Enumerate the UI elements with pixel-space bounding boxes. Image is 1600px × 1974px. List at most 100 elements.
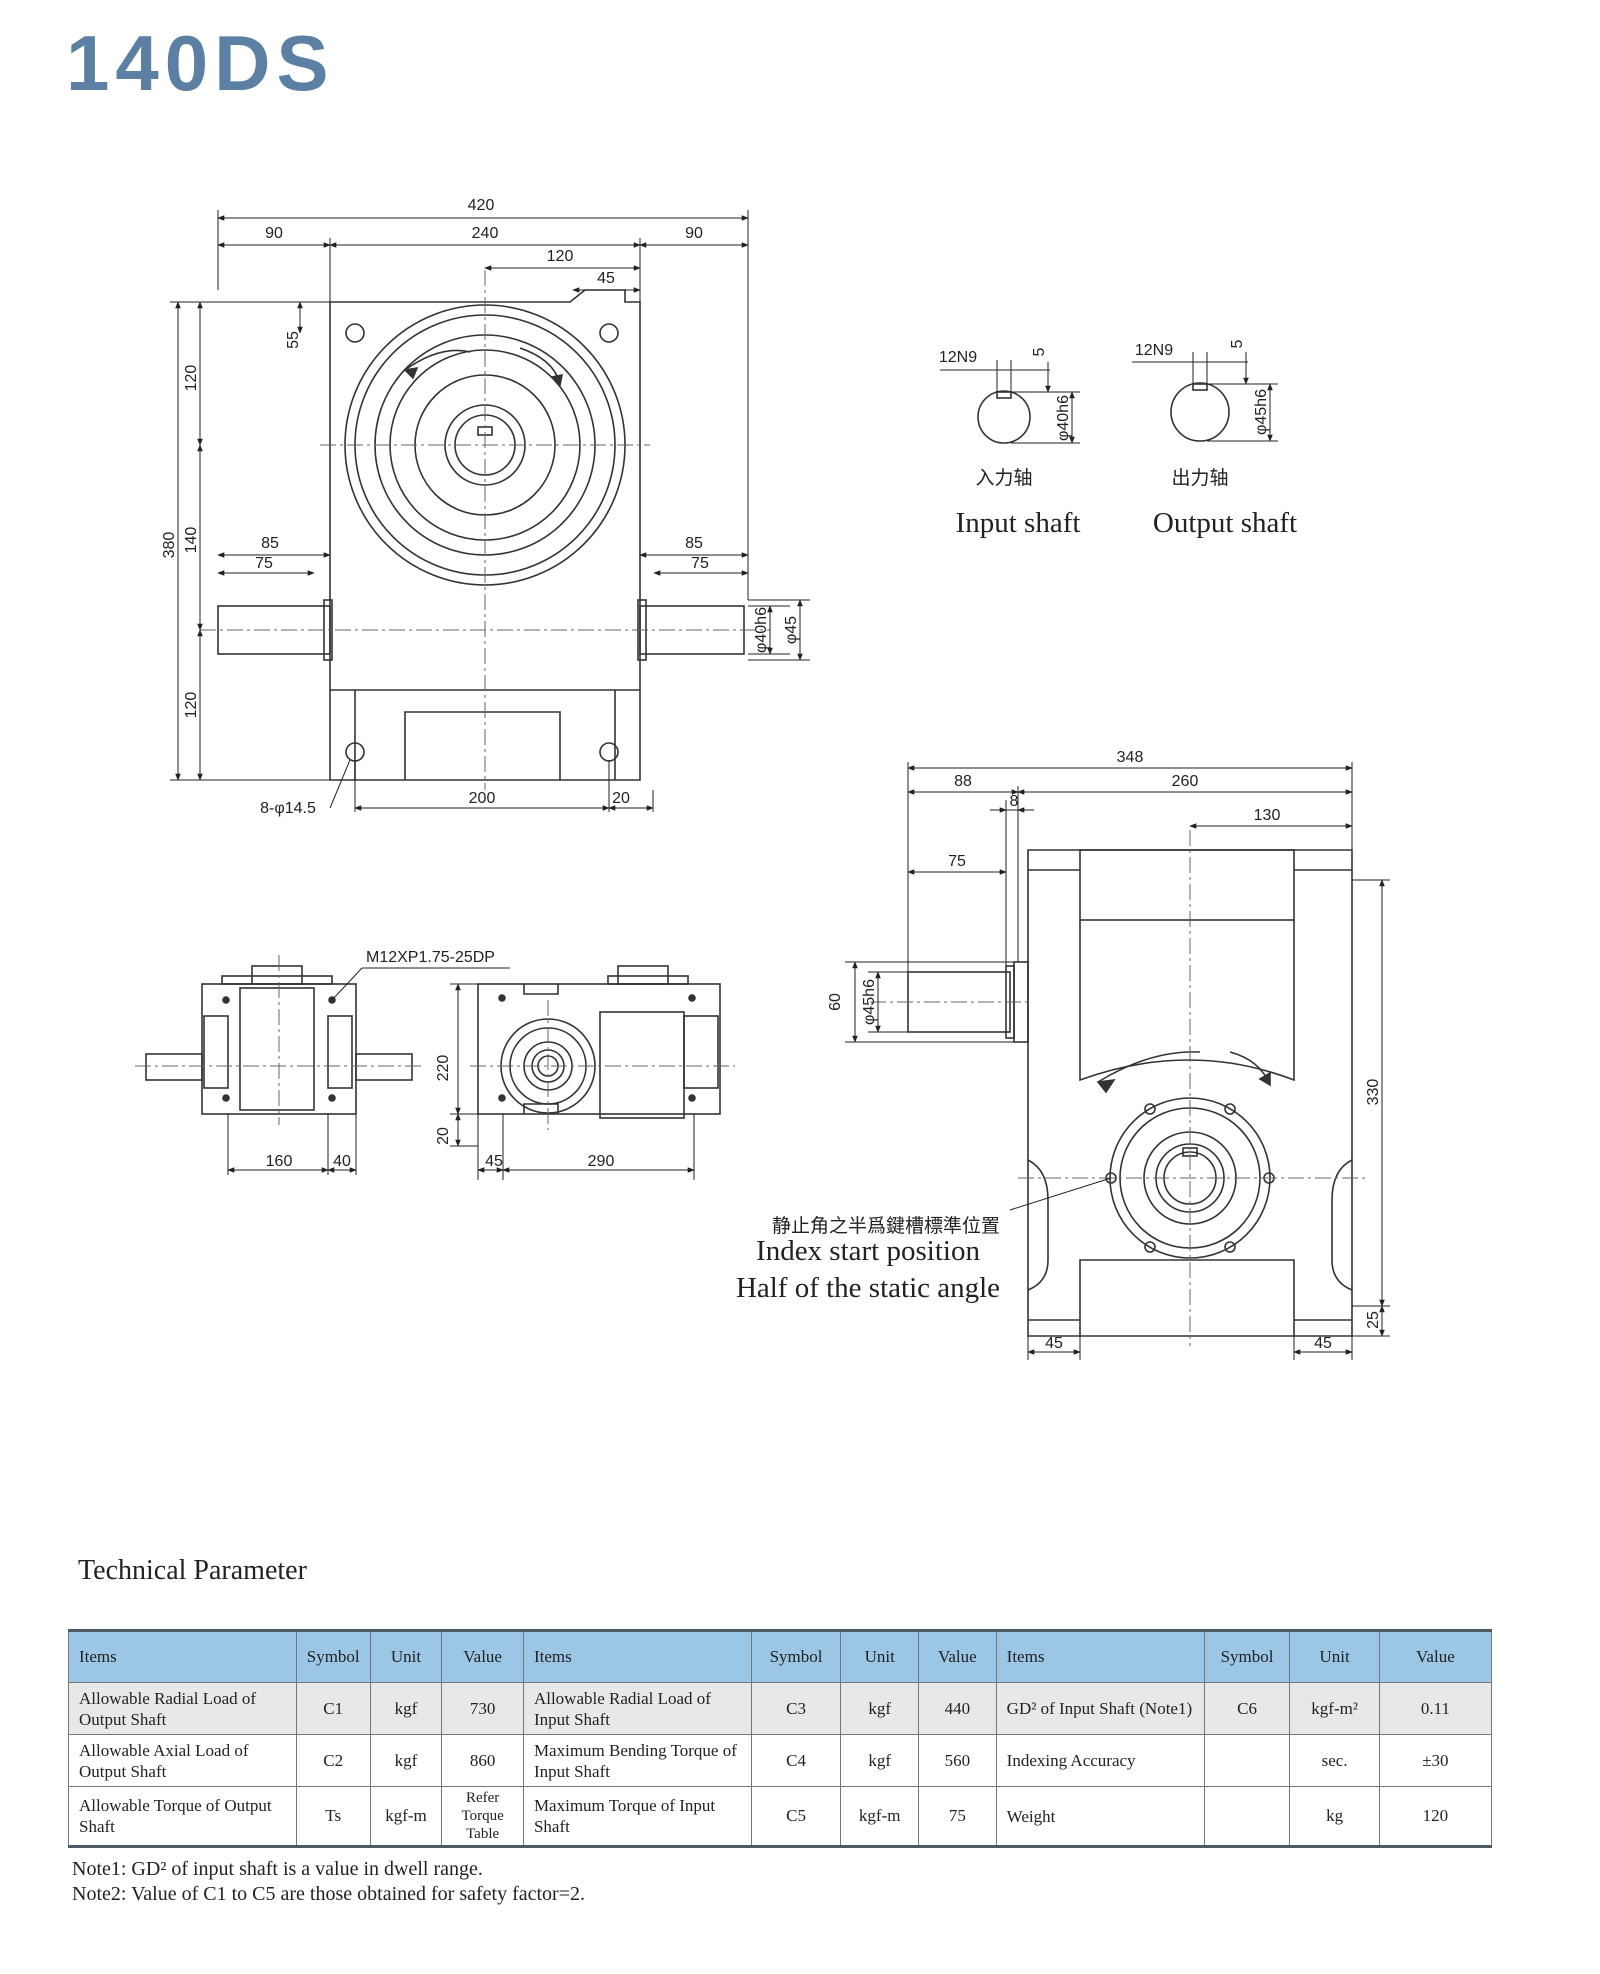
col-header: Unit [369, 1630, 443, 1683]
table-cell-unit: sec. [1289, 1734, 1380, 1787]
table-cell-value: 120 [1378, 1786, 1493, 1847]
table-cell-symbol: C4 [750, 1734, 842, 1787]
dim-420: 420 [468, 197, 495, 214]
col-header: Value [917, 1630, 997, 1683]
table-cell-unit: kgf-m² [1289, 1682, 1380, 1735]
dim-20-mid: 20 [435, 1127, 452, 1145]
table-cell-unit: kgf [369, 1682, 443, 1735]
table-cell-item: Maximum Bending Torque of Input Shaft [522, 1734, 752, 1787]
dim-25: 25 [1365, 1311, 1382, 1329]
index-label-en-1: Index start position [756, 1235, 980, 1267]
dim-45: 45 [597, 270, 615, 287]
dim-120: 120 [547, 248, 574, 265]
table-cell-symbol: C6 [1203, 1682, 1291, 1735]
dim-phi45h6: φ45h6 [861, 979, 878, 1025]
dim-phi45: φ45 [783, 616, 800, 644]
col-header: Symbol [295, 1630, 371, 1683]
top-view [217, 289, 745, 781]
col-header: Items [522, 1630, 752, 1683]
dim-260: 260 [1172, 773, 1199, 790]
table-cell-symbol: C2 [295, 1734, 371, 1787]
table-cell-unit: kg [1289, 1786, 1380, 1847]
dim-85-left: 85 [261, 535, 279, 552]
col-header: Symbol [750, 1630, 842, 1683]
dim-75-right: 75 [691, 555, 709, 572]
table-cell-value: 730 [441, 1682, 524, 1735]
table-cell-value: 860 [441, 1734, 524, 1787]
table-row: Allowable Radial Load of Output Shaft C1… [68, 1682, 1493, 1735]
dim-120-upper: 120 [183, 365, 200, 392]
dim-380: 380 [161, 532, 178, 559]
tech-param-table: Items Symbol Unit Value Items Symbol Uni… [68, 1629, 1493, 1848]
note-2: Note2: Value of C1 to C5 are those obtai… [72, 1883, 585, 1905]
notes: Note1: GD² of input shaft is a value in … [72, 1857, 585, 1907]
output-depth: 5 [1229, 339, 1246, 348]
table-cell-unit: kgf-m [369, 1786, 443, 1847]
dim-140: 140 [183, 527, 200, 554]
dim-8: 8 [1010, 793, 1019, 810]
col-header: Unit [840, 1630, 919, 1683]
bolt-hole [345, 323, 365, 343]
dim-88: 88 [954, 773, 972, 790]
dim-290: 290 [588, 1153, 615, 1170]
table-cell-item: GD² of Input Shaft (Note1) [995, 1682, 1205, 1735]
dim-90-right: 90 [685, 225, 703, 242]
table-cell-value: 75 [917, 1786, 997, 1847]
table-cell-unit: kgf-m [840, 1786, 919, 1847]
dim-130: 130 [1254, 807, 1281, 824]
input-shaft-section [977, 390, 1031, 444]
input-label-en: Input shaft [956, 507, 1081, 539]
dim-45-left: 45 [1045, 1335, 1063, 1352]
table-cell-unit: kgf [840, 1682, 919, 1735]
table-row: Allowable Torque of Output Shaft Ts kgf-… [68, 1786, 1493, 1847]
page-title: 140DS [66, 19, 335, 107]
dim-160: 160 [266, 1153, 293, 1170]
dim-75-side: 75 [948, 853, 966, 870]
dim-holes: 8-φ14.5 [260, 800, 316, 817]
dim-45-mid: 45 [485, 1153, 503, 1170]
col-header: Value [441, 1630, 524, 1683]
table-cell-value: ±30 [1378, 1734, 1493, 1787]
col-header: Items [995, 1630, 1205, 1683]
table-cell-value: 560 [917, 1734, 997, 1787]
col-header: Symbol [1203, 1630, 1291, 1683]
table-cell-item: Weight [995, 1786, 1205, 1847]
table-cell-item: Maximum Torque of Input Shaft [522, 1786, 752, 1847]
table-cell-item: Allowable Radial Load of Input Shaft [522, 1682, 752, 1735]
input-label-cn: 入力轴 [975, 467, 1032, 489]
index-label-en-2: Half of the static angle [736, 1272, 1000, 1304]
col-header: Value [1378, 1630, 1493, 1683]
table-cell-unit: kgf [840, 1734, 919, 1787]
table-cell-symbol: Ts [295, 1786, 371, 1847]
col-header: Unit [1289, 1630, 1380, 1683]
output-dia: φ45h6 [1253, 389, 1270, 435]
table-cell-symbol [1203, 1734, 1291, 1787]
output-key: 12N9 [1135, 342, 1173, 359]
input-key: 12N9 [939, 349, 977, 366]
dim-20: 20 [612, 790, 630, 807]
dim-55: 55 [285, 331, 302, 349]
tech-param-title: Technical Parameter [78, 1555, 307, 1586]
table-cell-item: Allowable Torque of Output Shaft [68, 1786, 297, 1847]
note-1: Note1: GD² of input shaft is a value in … [72, 1858, 483, 1880]
col-header: Items [68, 1630, 297, 1683]
table-cell-item: Allowable Radial Load of Output Shaft [68, 1682, 297, 1735]
table-cell-item: Indexing Accuracy [995, 1734, 1205, 1787]
table-cell-value: 0.11 [1378, 1682, 1493, 1735]
dim-90-left: 90 [265, 225, 283, 242]
output-label-cn: 出力轴 [1171, 467, 1228, 489]
table-cell-symbol: C1 [295, 1682, 371, 1735]
table-cell-value: Refer Torque Table [441, 1786, 524, 1847]
table-cell-item: Allowable Axial Load of Output Shaft [68, 1734, 297, 1787]
dim-85-right: 85 [685, 535, 703, 552]
table-cell-unit: kgf [369, 1734, 443, 1787]
dim-phi40h6: φ40h6 [753, 607, 770, 653]
dim-120-lower: 120 [183, 692, 200, 719]
top-view-body [329, 289, 641, 781]
input-depth: 5 [1031, 347, 1048, 356]
bolt-hole [599, 323, 619, 343]
dim-240: 240 [472, 225, 499, 242]
dim-60: 60 [827, 993, 844, 1011]
dim-200: 200 [469, 790, 496, 807]
dim-40: 40 [333, 1153, 351, 1170]
